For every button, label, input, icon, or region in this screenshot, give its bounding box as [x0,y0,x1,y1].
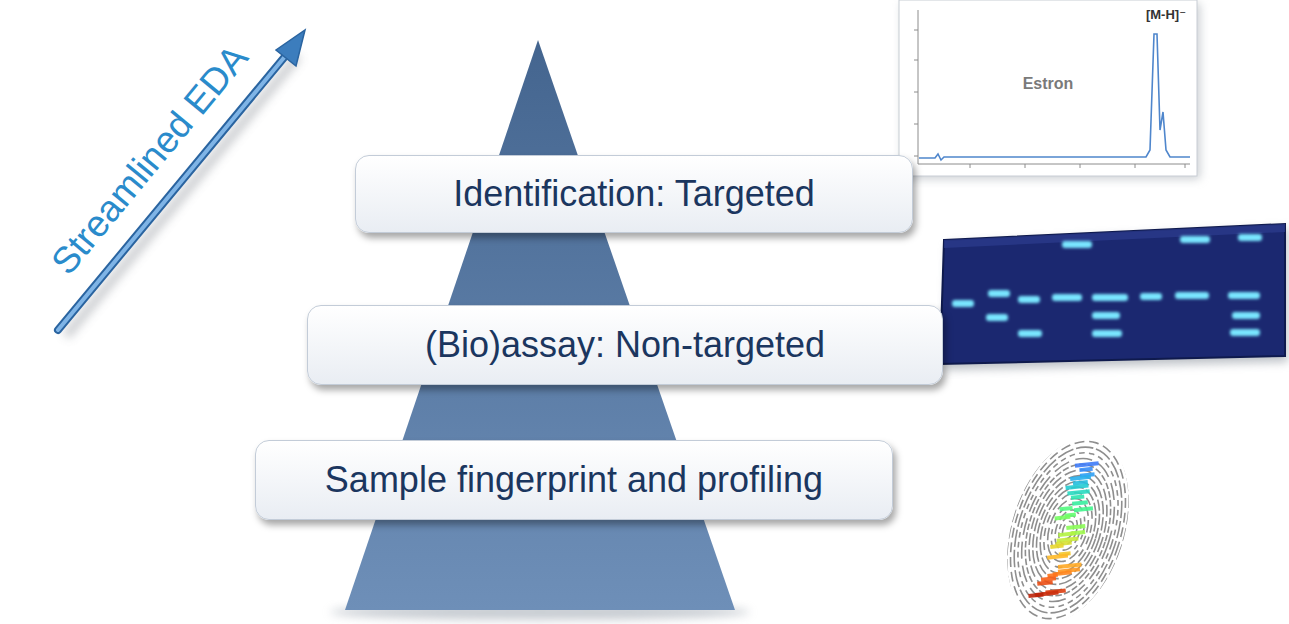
chromatogram-inset [899,0,1200,179]
fingerprint [985,420,1152,624]
process-box: (Bio)assay: Non-targeted [307,305,943,385]
streamlined-arrow [58,30,305,330]
arrow-label: Streamlined EDA [43,37,256,282]
box-label: (Bio)assay: Non-targeted [425,324,825,366]
box-label: Identification: Targeted [453,173,815,215]
ion-label: [M-H]⁻ [1146,7,1186,22]
compound-label: Estron [1023,75,1074,93]
process-box: Sample fingerprint and profiling [255,440,893,520]
tlc-plate [940,224,1288,370]
box-label: Sample fingerprint and profiling [325,459,823,501]
process-box: Identification: Targeted [355,155,913,233]
